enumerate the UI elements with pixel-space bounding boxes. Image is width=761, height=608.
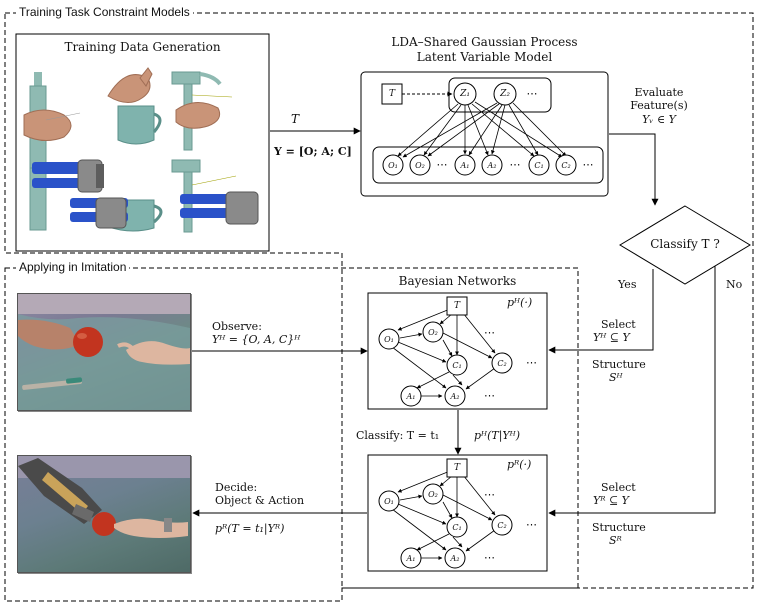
bn-R-graph [378,458,513,569]
classify-diamond-label: Classify T ? [650,237,720,251]
classify-no: No [726,278,743,291]
arrow-lda-to-classify [609,133,659,206]
bnR-T-label: T [453,463,460,473]
lda-node-T-label: T [388,89,395,99]
lda-node-A1-label: A₁ [460,161,470,170]
imitation-region-title: Applying in Imitation [16,260,130,274]
observe-photo-art [18,294,190,410]
select-H-line3: Structure [592,358,646,371]
select-H-line4: Sᴴ [609,371,623,384]
bn-R-prob-label: pᴿ(·) [507,458,532,471]
bnH-O2-label: O₂ [428,328,438,337]
bnR-C2-label: C₂ [497,521,507,530]
evaluate-line1: Evaluate [634,86,684,99]
observe-photo [17,293,191,411]
bnH-A1-label: A₁ [406,392,416,401]
lda-node-C1 [528,154,550,176]
bnR-O2-label: O₂ [428,490,438,499]
bnR-A2-label: A₂ [450,554,460,563]
imitation-region-border [4,267,579,602]
bnH-A2-label: A₂ [450,392,460,401]
lda-obs-ellipsis-2: ⋯ [509,158,521,171]
lda-node-A2-label: A₂ [487,161,497,170]
evaluate-line3: Yᵥ ∈ Y [642,113,676,126]
training-illustrations [23,67,259,233]
apple-icon-robot [92,512,116,536]
bn-H-graph [378,296,513,407]
decide-line3: pᴿ(T = t₁|Yᴿ) [215,522,285,535]
bn-title: Bayesian Networks [398,274,517,288]
observe-line2: Yᴴ = {O, A, C}ᴴ [212,333,301,346]
bnR-O1-label: O₁ [384,497,394,506]
hammer-hand-illustration [171,71,233,151]
bnR-ellipsis-3: ⋯ [484,551,495,564]
mug-robot-illustration [70,197,163,232]
lda-obs-ellipsis-3: ⋯ [582,158,594,171]
bnR-ellipsis-1: ⋯ [484,488,495,501]
classify-yes: Yes [618,278,637,291]
lda-node-O2 [409,154,431,176]
decide-photo [17,455,191,573]
lda-latent-ellipsis: ⋯ [526,87,538,100]
select-H-line1: Select [601,318,636,331]
classify-diamond [619,205,751,285]
lda-title-line1: LDA–Shared Gaussian Process [391,35,578,49]
arrow-no [548,266,716,517]
mug-hand-illustration [107,67,162,145]
bnH-T-label: T [453,301,460,311]
bnR-ellipsis-2: ⋯ [526,518,537,531]
decide-line2: Object & Action [215,494,305,507]
classify-mid-right: pᴴ(T|Yᴴ) [474,429,521,442]
lda-node-A2 [481,154,503,176]
bn-H-prob-label: pᴴ(·) [507,296,533,309]
apple-icon [73,327,103,357]
training-region-border [4,12,754,589]
decide-line1: Decide: [215,481,258,494]
arrow-Y-equation: Y = [O; A; C] [274,145,352,158]
lda-title-line2: Latent Variable Model [416,50,553,64]
select-H-line2: Yᴴ ⊆ Y [593,331,630,344]
bottle-robot-illustration [29,158,104,231]
training-region-title: Training Task Constraint Models [16,5,193,19]
bnH-O1-label: O₁ [384,335,394,344]
lda-node-C1-label: C₁ [534,161,544,170]
bnH-C1-label: C₁ [452,361,462,370]
select-R-line1: Select [601,481,636,494]
bnH-ellipsis-1: ⋯ [484,326,495,339]
lda-node-O1 [382,154,404,176]
lda-node-Z2-label: Z₂ [500,89,510,99]
select-R-line3: Structure [592,521,646,534]
lda-node-A1 [454,154,476,176]
observe-line1: Observe: [212,320,262,333]
bnR-A1-label: A₁ [406,554,416,563]
lda-obs-ellipsis-1: ⋯ [436,158,448,171]
lda-node-C2 [555,154,577,176]
bnH-ellipsis-3: ⋯ [484,389,495,402]
lda-node-C2-label: C₂ [561,161,571,170]
arrow-yes [548,269,654,354]
bnR-C1-label: C₁ [452,523,462,532]
decide-photo-art [18,456,190,538]
arrow-T-label: T [290,112,299,126]
training-data-title: Training Data Generation [64,40,221,54]
bnH-ellipsis-2: ⋯ [526,356,537,369]
bnH-C2-label: C₂ [497,359,507,368]
evaluate-line2: Feature(s) [630,99,688,112]
lda-node-O2-label: O₂ [415,161,425,170]
select-R-line2: Yᴿ ⊆ Y [593,494,629,507]
lda-node-O1-label: O₁ [388,161,398,170]
classify-mid-left: Classify: T = t₁ [356,429,440,442]
select-R-line4: Sᴿ [609,534,622,547]
hammer-robot-illustration [171,159,259,233]
lda-node-Z1-label: Z₁ [460,89,470,99]
